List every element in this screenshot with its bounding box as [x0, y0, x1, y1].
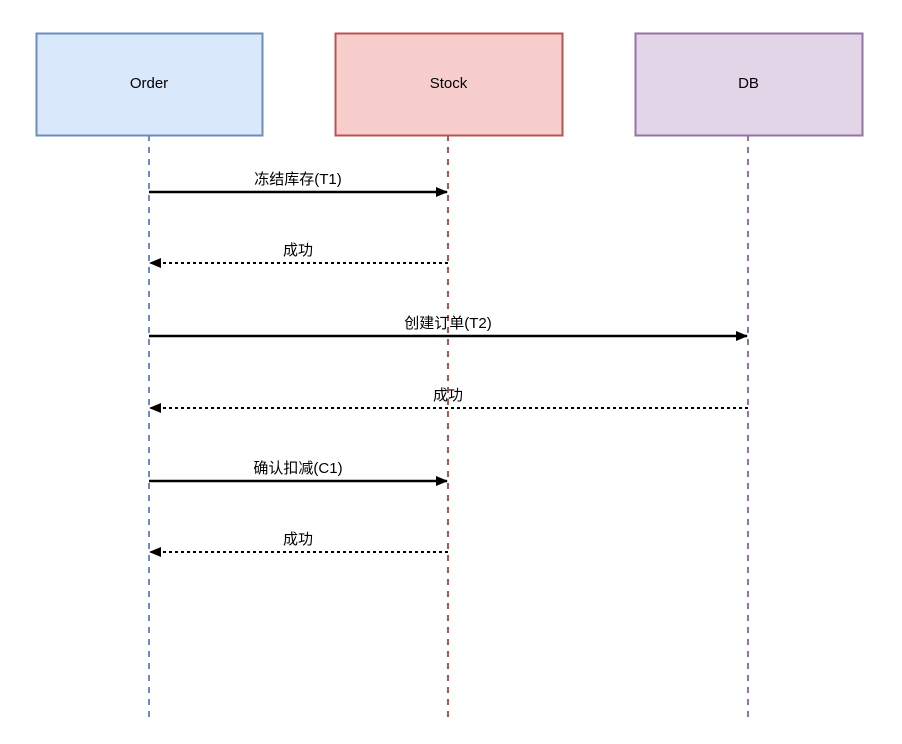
participant-label-stock: Stock [430, 75, 468, 92]
participant-order[interactable]: Order [35, 32, 264, 137]
message-3[interactable]: 创建订单(T2) [149, 315, 748, 341]
message-4[interactable]: 成功 [149, 387, 748, 413]
message-label-3: 创建订单(T2) [404, 315, 492, 332]
participant-stock[interactable]: Stock [334, 32, 564, 137]
message-2[interactable]: 成功 [149, 242, 448, 268]
participant-box-stock[interactable] [334, 32, 564, 137]
message-6[interactable]: 成功 [149, 531, 448, 557]
message-label-2: 成功 [283, 242, 313, 259]
participants-group: Order Stock DB [35, 32, 864, 137]
message-label-1: 冻结库存(T1) [254, 170, 342, 188]
message-label-6: 成功 [283, 531, 313, 548]
participant-box-db[interactable] [634, 32, 864, 137]
message-1[interactable]: 冻结库存(T1) [149, 170, 448, 197]
lifelines-group [148, 135, 749, 722]
participant-label-order: Order [130, 75, 168, 92]
message-label-4: 成功 [433, 387, 463, 404]
message-5[interactable]: 确认扣减(C1) [149, 460, 448, 486]
participant-db[interactable]: DB [634, 32, 864, 137]
participant-label-db: DB [738, 75, 759, 92]
message-label-5: 确认扣减(C1) [253, 460, 342, 477]
participant-box-order[interactable] [35, 32, 264, 137]
